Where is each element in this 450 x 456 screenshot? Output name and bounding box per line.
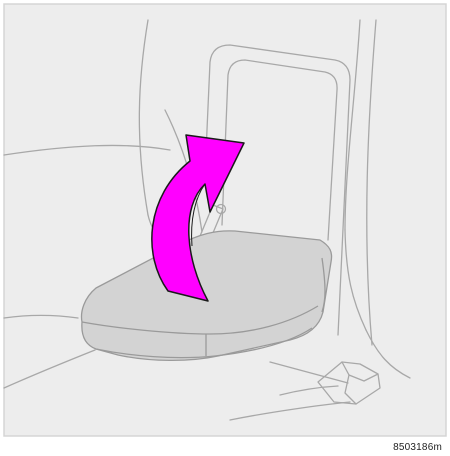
image-reference-code: 8503186m [393,442,442,453]
drawing-panel [4,4,446,436]
